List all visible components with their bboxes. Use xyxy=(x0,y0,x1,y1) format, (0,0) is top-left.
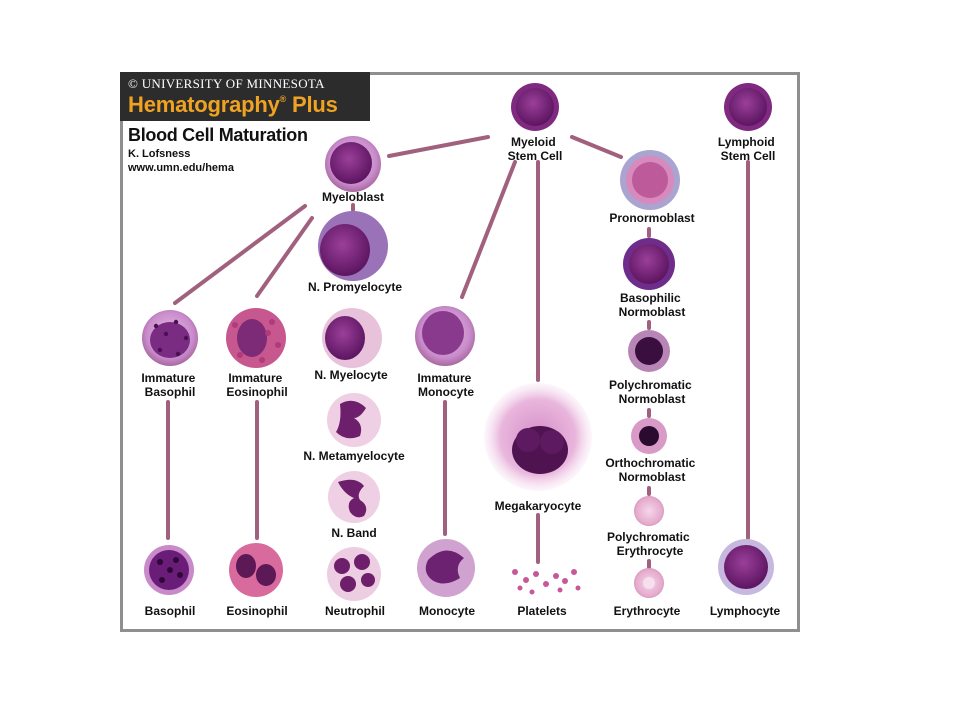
neutrophil-image xyxy=(327,547,381,601)
monocyte-image xyxy=(417,539,475,597)
line-stem-pronormoblast xyxy=(570,135,623,159)
hematography-banner: © UNIVERSITY OF MINNESOTA Hematography® … xyxy=(120,72,370,121)
label-polychromatic-normoblast: Polychromatic Normoblast xyxy=(609,378,695,406)
label-megakaryocyte: Megakaryocyte xyxy=(495,499,582,513)
label-monocyte: Monocyte xyxy=(419,604,475,618)
label-orthochromatic-normoblast: Orthochromatic Normoblast xyxy=(605,456,698,484)
label-immature-monocyte: Immature Monocyte xyxy=(417,371,474,399)
label-neutrophil: Neutrophil xyxy=(325,604,385,618)
label-basophil: Basophil xyxy=(145,604,196,618)
label-platelets: Platelets xyxy=(517,604,567,618)
lymphoid-stem-cell-image xyxy=(724,83,772,131)
myeloblast-image xyxy=(325,136,381,192)
eosinophil-image xyxy=(229,543,283,597)
cell-labels: Myeloid Stem Cell Lymphoid Stem Cell Mye… xyxy=(141,135,780,618)
label-metamyelocyte: N. Metamyelocyte xyxy=(303,449,405,463)
label-myeloid-stem-cell: Myeloid Stem Cell xyxy=(508,135,563,163)
line-stem-monocyte xyxy=(460,160,517,299)
label-pronormoblast: Pronormoblast xyxy=(609,211,694,225)
immature-eosinophil-image xyxy=(226,308,286,368)
line-myeloblast-eosinophil xyxy=(255,216,314,298)
registered-mark: ® xyxy=(279,93,287,104)
band-image xyxy=(328,471,380,523)
cell-images xyxy=(142,83,774,601)
orthochromatic-normoblast-image xyxy=(631,418,667,454)
line-myeloblast-basophil xyxy=(173,204,307,305)
copyright-text: © UNIVERSITY OF MINNESOTA xyxy=(128,76,325,91)
basophil-image xyxy=(144,545,194,595)
polychromatic-erythrocyte-image xyxy=(634,496,664,526)
myelocyte-image xyxy=(322,308,382,368)
author-text: K. Lofsness xyxy=(128,148,191,160)
brand-logo: Hematography® Plus xyxy=(128,92,338,118)
label-eosinophil: Eosinophil xyxy=(226,604,287,618)
metamyelocyte-image xyxy=(327,393,381,447)
connector-lines xyxy=(166,135,750,569)
brand-name: Hematography xyxy=(128,92,280,117)
pronormoblast-image xyxy=(620,150,680,210)
label-lymphoid-stem-cell: Lymphoid Stem Cell xyxy=(718,135,778,163)
polychromatic-normoblast-image xyxy=(628,330,670,372)
immature-monocyte-image xyxy=(415,306,475,366)
promyelocyte-image xyxy=(318,211,388,281)
platelets-image xyxy=(512,569,581,595)
url-text: www.umn.edu/hema xyxy=(128,162,234,174)
lymphocyte-image xyxy=(718,539,774,595)
label-myeloblast: Myeloblast xyxy=(322,190,384,204)
label-band: N. Band xyxy=(331,526,376,540)
label-basophilic-normoblast: Basophilic Normoblast xyxy=(619,291,686,319)
megakaryocyte-image xyxy=(484,383,592,491)
erythrocyte-image xyxy=(634,568,664,598)
label-polychromatic-erythrocyte: Polychromatic Erythrocyte xyxy=(607,530,693,558)
basophilic-normoblast-image xyxy=(623,238,675,290)
line-stem-myeloblast xyxy=(387,135,490,158)
label-immature-eosinophil: Immature Eosinophil xyxy=(226,371,287,399)
myeloid-stem-cell-image xyxy=(511,83,559,131)
label-promyelocyte: N. Promyelocyte xyxy=(308,280,402,294)
label-immature-basophil: Immature Basophil xyxy=(141,371,198,399)
label-myelocyte: N. Myelocyte xyxy=(314,368,388,382)
page-title: Blood Cell Maturation xyxy=(128,125,308,145)
label-lymphocyte: Lymphocyte xyxy=(710,604,781,618)
immature-basophil-image xyxy=(142,310,198,366)
brand-suffix: Plus xyxy=(292,92,338,117)
label-erythrocyte: Erythrocyte xyxy=(614,604,681,618)
